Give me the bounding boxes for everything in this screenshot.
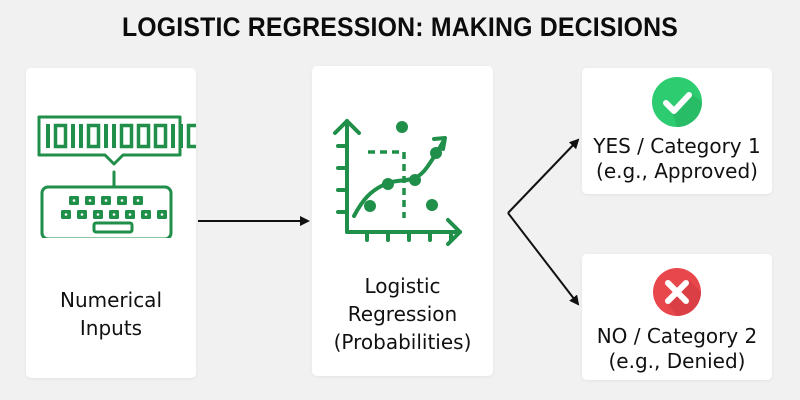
diagram-title: LOGISTIC REGRESSION: MAKING DECISIONS (121, 12, 679, 42)
keyboard-key-dot (72, 199, 76, 202)
binary-digit-one (79, 124, 83, 148)
logistic-curve-chart-icon (333, 119, 462, 246)
binary-digit-one (112, 124, 116, 148)
no-label-line-1: NO / Category 2 (596, 324, 758, 348)
model-to-no-arrow (507, 212, 580, 306)
input-label-line-2: Inputs (79, 316, 143, 340)
binary-digit-zero (119, 123, 134, 149)
data-point (364, 200, 376, 212)
binary-digit-one (104, 124, 108, 148)
data-point (430, 147, 442, 159)
data-point (409, 174, 421, 186)
keyboard-key-dot (120, 199, 124, 202)
yes-label: YES / Category 1 (e.g., Approved) (582, 134, 772, 184)
model-label-line-2: Regression (347, 302, 458, 326)
check-circle-icon (652, 77, 702, 127)
keyboard-key-dot (64, 213, 68, 216)
binary-digit-one (179, 124, 183, 148)
yes-label-line-2: (e.g., Approved) (596, 159, 758, 183)
x-circle-icon (653, 268, 701, 316)
yes-outcome-card: YES / Category 1 (e.g., Approved) (582, 68, 772, 194)
data-point (426, 199, 438, 211)
binary-digit-zero (136, 123, 151, 149)
keyboard-body (40, 185, 173, 238)
binary-digit-zero (153, 123, 168, 149)
binary-digit-one (46, 124, 50, 148)
keyboard-key-dot (104, 199, 108, 202)
keyboard-key-dot (96, 213, 100, 216)
threshold-dashed-line (368, 150, 406, 218)
yes-label-line-1: YES / Category 1 (593, 134, 761, 158)
model-label: Logistic Regression (Probabilities) (312, 272, 493, 356)
keyboard-key-dot (80, 213, 84, 216)
no-label: NO / Category 2 (e.g., Denied) (582, 324, 772, 374)
binary-digit-one (171, 124, 175, 148)
binary-keyboard-icon (37, 115, 196, 238)
keyboard-key-dot (160, 213, 164, 216)
binary-digit-zero (186, 123, 196, 149)
keyboard-key-dot (128, 213, 132, 216)
no-outcome-card: NO / Category 2 (e.g., Denied) (582, 254, 772, 380)
model-label-line-3: (Probabilities) (333, 330, 472, 354)
keyboard-key-dot (144, 213, 148, 216)
keyboard-key-dot (88, 199, 92, 202)
model-label-line-1: Logistic (364, 274, 441, 298)
input-label-line-1: Numerical (59, 288, 162, 312)
input-card: Numerical Inputs (26, 68, 196, 378)
no-label-line-2: (e.g., Denied) (608, 349, 746, 373)
binary-banner (37, 115, 182, 166)
model-to-yes-arrow (507, 138, 580, 214)
keyboard-key-dot (136, 199, 140, 202)
binary-digit-zero (53, 123, 68, 149)
binary-digit-one (71, 124, 75, 148)
model-card: Logistic Regression (Probabilities) (312, 66, 493, 376)
data-point (396, 121, 408, 133)
data-point (382, 178, 394, 190)
binary-digit-zero (86, 123, 101, 149)
input-label: Numerical Inputs (26, 286, 196, 342)
keyboard-key-dot (112, 213, 116, 216)
sigmoid-curve (352, 140, 445, 218)
